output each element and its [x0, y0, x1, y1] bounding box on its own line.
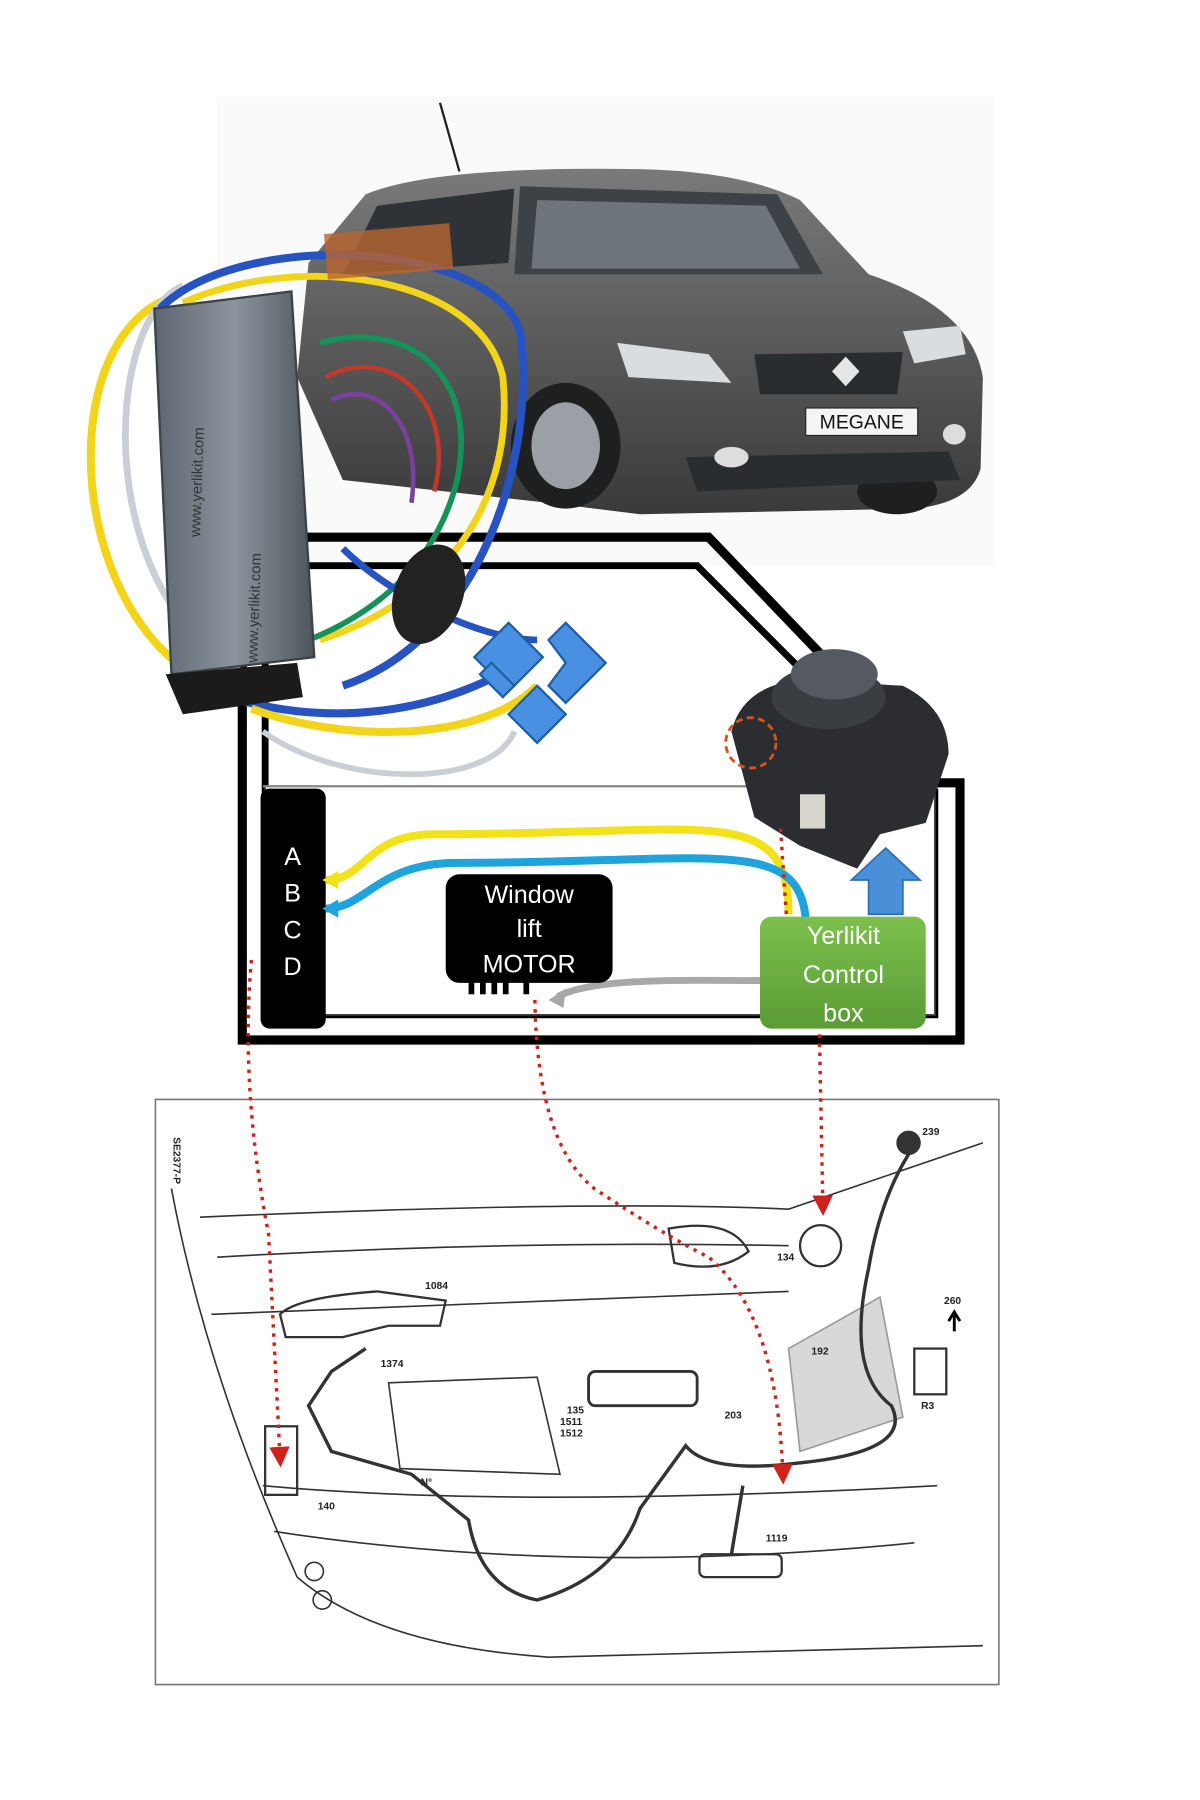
callout-1119: 1119: [766, 1534, 788, 1545]
callout-r3: R3: [921, 1401, 934, 1412]
callout-134: 134: [777, 1253, 794, 1264]
diagram-ref: SE2377-P: [171, 1137, 182, 1184]
motor-label-2: lift: [517, 915, 542, 943]
callout-1512: 1512: [560, 1429, 583, 1440]
motor-label-3: MOTOR: [483, 951, 576, 979]
gray-wire-arrowhead: [548, 988, 566, 1008]
gray-wire: [556, 976, 761, 1000]
callout-1374: 1374: [381, 1359, 404, 1370]
pin-b: B: [284, 880, 301, 908]
yerlikit-control-box: Yerlikit Control box: [760, 916, 926, 1029]
callout-192: 192: [811, 1346, 828, 1357]
callout-1511: 1511: [560, 1417, 583, 1428]
car-badge: MEGANE: [820, 412, 904, 434]
callout-239: 239: [922, 1127, 939, 1138]
car-photo: MEGANE: [217, 97, 995, 566]
module-print-2: www.yerlikit.com: [245, 553, 265, 664]
control-box-label-3: box: [823, 1000, 864, 1028]
red-dotted-guides: [246, 828, 833, 1485]
connector-block: A B C D: [260, 788, 326, 1029]
pin-d: D: [283, 953, 301, 981]
callout-135: 135: [567, 1406, 584, 1417]
pin-c: C: [283, 916, 301, 944]
window-lift-motor: Window lift MOTOR: [445, 874, 613, 995]
yerlikit-module-photo: www.yerlikit.com www.yerlikit.com: [86, 223, 540, 778]
door-wiring-diagram: [154, 1098, 1000, 1686]
pin-a: A: [284, 843, 301, 871]
yerlikit-logo: [472, 621, 608, 745]
yellow-wire-arrowhead: [322, 870, 339, 890]
blue-wire-arrowhead: [322, 899, 339, 918]
callout-203: 203: [725, 1410, 742, 1421]
module-print-1: www.yerlikit.com: [188, 427, 208, 538]
motor-label-1: Window: [484, 881, 574, 909]
up-arrow-icon: [849, 846, 923, 916]
yellow-wire: [325, 825, 793, 915]
up-arrow-small-icon: [947, 1309, 962, 1332]
callout-n: N°: [421, 1478, 433, 1489]
callout-140: 140: [318, 1502, 335, 1513]
control-box-label-2: Control: [803, 961, 884, 989]
control-box-label-1: Yerlikit: [807, 922, 880, 950]
door-callouts: SE2377-P 239 134 1084 1374 260 192 135 1…: [171, 1127, 962, 1545]
callout-260: 260: [944, 1296, 961, 1307]
window-switch-photo: [724, 649, 949, 869]
callout-1084: 1084: [425, 1281, 448, 1292]
